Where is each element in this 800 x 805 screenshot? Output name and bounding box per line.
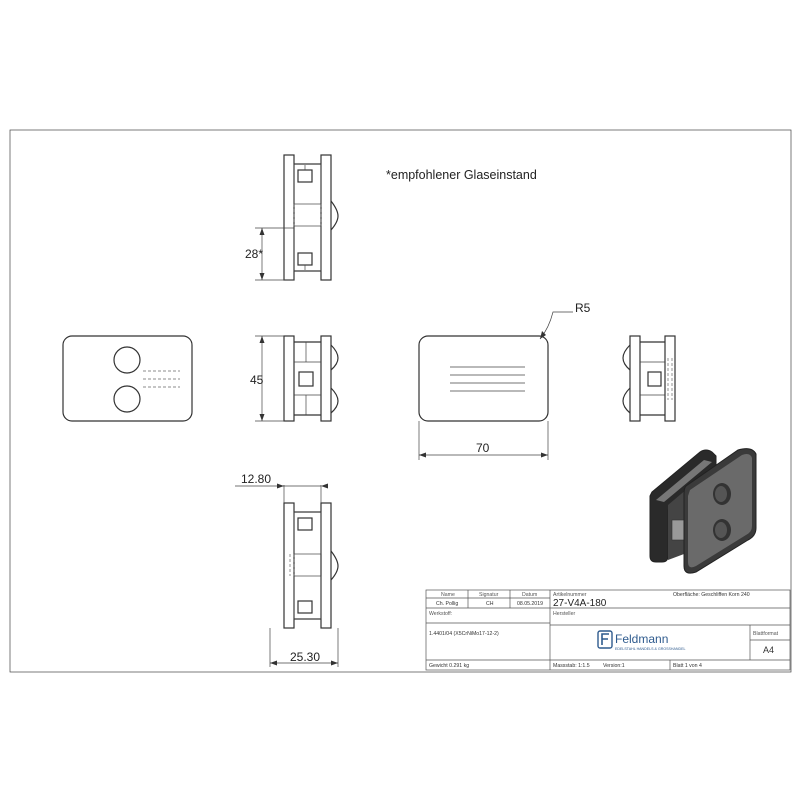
tb-oberflaeche: Oberfläche: Geschliffen Korn 240 bbox=[673, 592, 750, 598]
dim-radius-label: R5 bbox=[575, 301, 591, 315]
tb-version: Version:1 bbox=[603, 663, 625, 669]
sheet-border bbox=[9, 129, 792, 673]
top-side-view bbox=[283, 154, 339, 281]
middle-side-view bbox=[283, 335, 339, 422]
right-side-view bbox=[622, 335, 676, 422]
dim-width: 70 bbox=[418, 421, 549, 460]
dim-thickness-2: 25.30 bbox=[269, 628, 339, 667]
tb-hersteller-label: Hersteller bbox=[553, 611, 575, 617]
dim-thickness-1: 12.80 bbox=[235, 472, 328, 503]
dim-height: 45 bbox=[250, 335, 284, 422]
tb-blattformat-label: Blattformat bbox=[753, 631, 779, 637]
dim-thickness-1-label: 12.80 bbox=[241, 472, 271, 486]
tb-werkstoff-label: Werkstoff: bbox=[429, 611, 452, 617]
isometric-view bbox=[649, 448, 757, 574]
dim-height-label: 45 bbox=[250, 373, 264, 387]
glass-inset-note: *empfohlener Glaseinstand bbox=[386, 168, 537, 182]
tb-header-name: Name bbox=[441, 592, 455, 598]
dim-radius: R5 bbox=[539, 301, 591, 340]
tb-datum: 08.05.2019 bbox=[517, 601, 543, 607]
front-view-center bbox=[418, 335, 549, 422]
tb-werkstoff: 1.4401/04 (X5CrNiMo17-12-2) bbox=[429, 631, 499, 637]
bottom-side-view bbox=[283, 502, 339, 629]
tb-signatur: CH bbox=[486, 601, 494, 607]
dim-width-label: 70 bbox=[476, 441, 490, 455]
feldmann-logo: Feldmann EDELSTAHL HANDELS & GROSSHANDEL bbox=[597, 630, 686, 651]
tb-header-datum: Datum bbox=[522, 592, 537, 598]
tb-blatt: Blatt 1 von 4 bbox=[673, 663, 702, 669]
tb-artikelnummer: 27-V4A-180 bbox=[553, 598, 607, 609]
company-subtitle: EDELSTAHL HANDELS & GROSSHANDEL bbox=[615, 647, 686, 651]
title-block: Name Signatur Datum Ch. Pollig CH 08.05.… bbox=[425, 589, 791, 671]
dim-glass-inset-label: 28* bbox=[245, 247, 263, 261]
dim-glass-inset: 28* bbox=[245, 227, 294, 281]
tb-gewicht: Gewicht 0.291 kg bbox=[429, 663, 469, 669]
dim-thickness-2-label: 25.30 bbox=[290, 650, 320, 664]
company-name: Feldmann bbox=[615, 632, 668, 646]
tb-header-signatur: Signatur bbox=[479, 592, 499, 598]
front-view-left bbox=[62, 335, 193, 422]
tb-massstab: Massstab: 1:1.5 bbox=[553, 663, 590, 669]
tb-name: Ch. Pollig bbox=[436, 601, 458, 607]
tb-blattformat: A4 bbox=[763, 645, 774, 655]
tb-artikelnummer-label: Artikelnummer bbox=[553, 592, 587, 598]
